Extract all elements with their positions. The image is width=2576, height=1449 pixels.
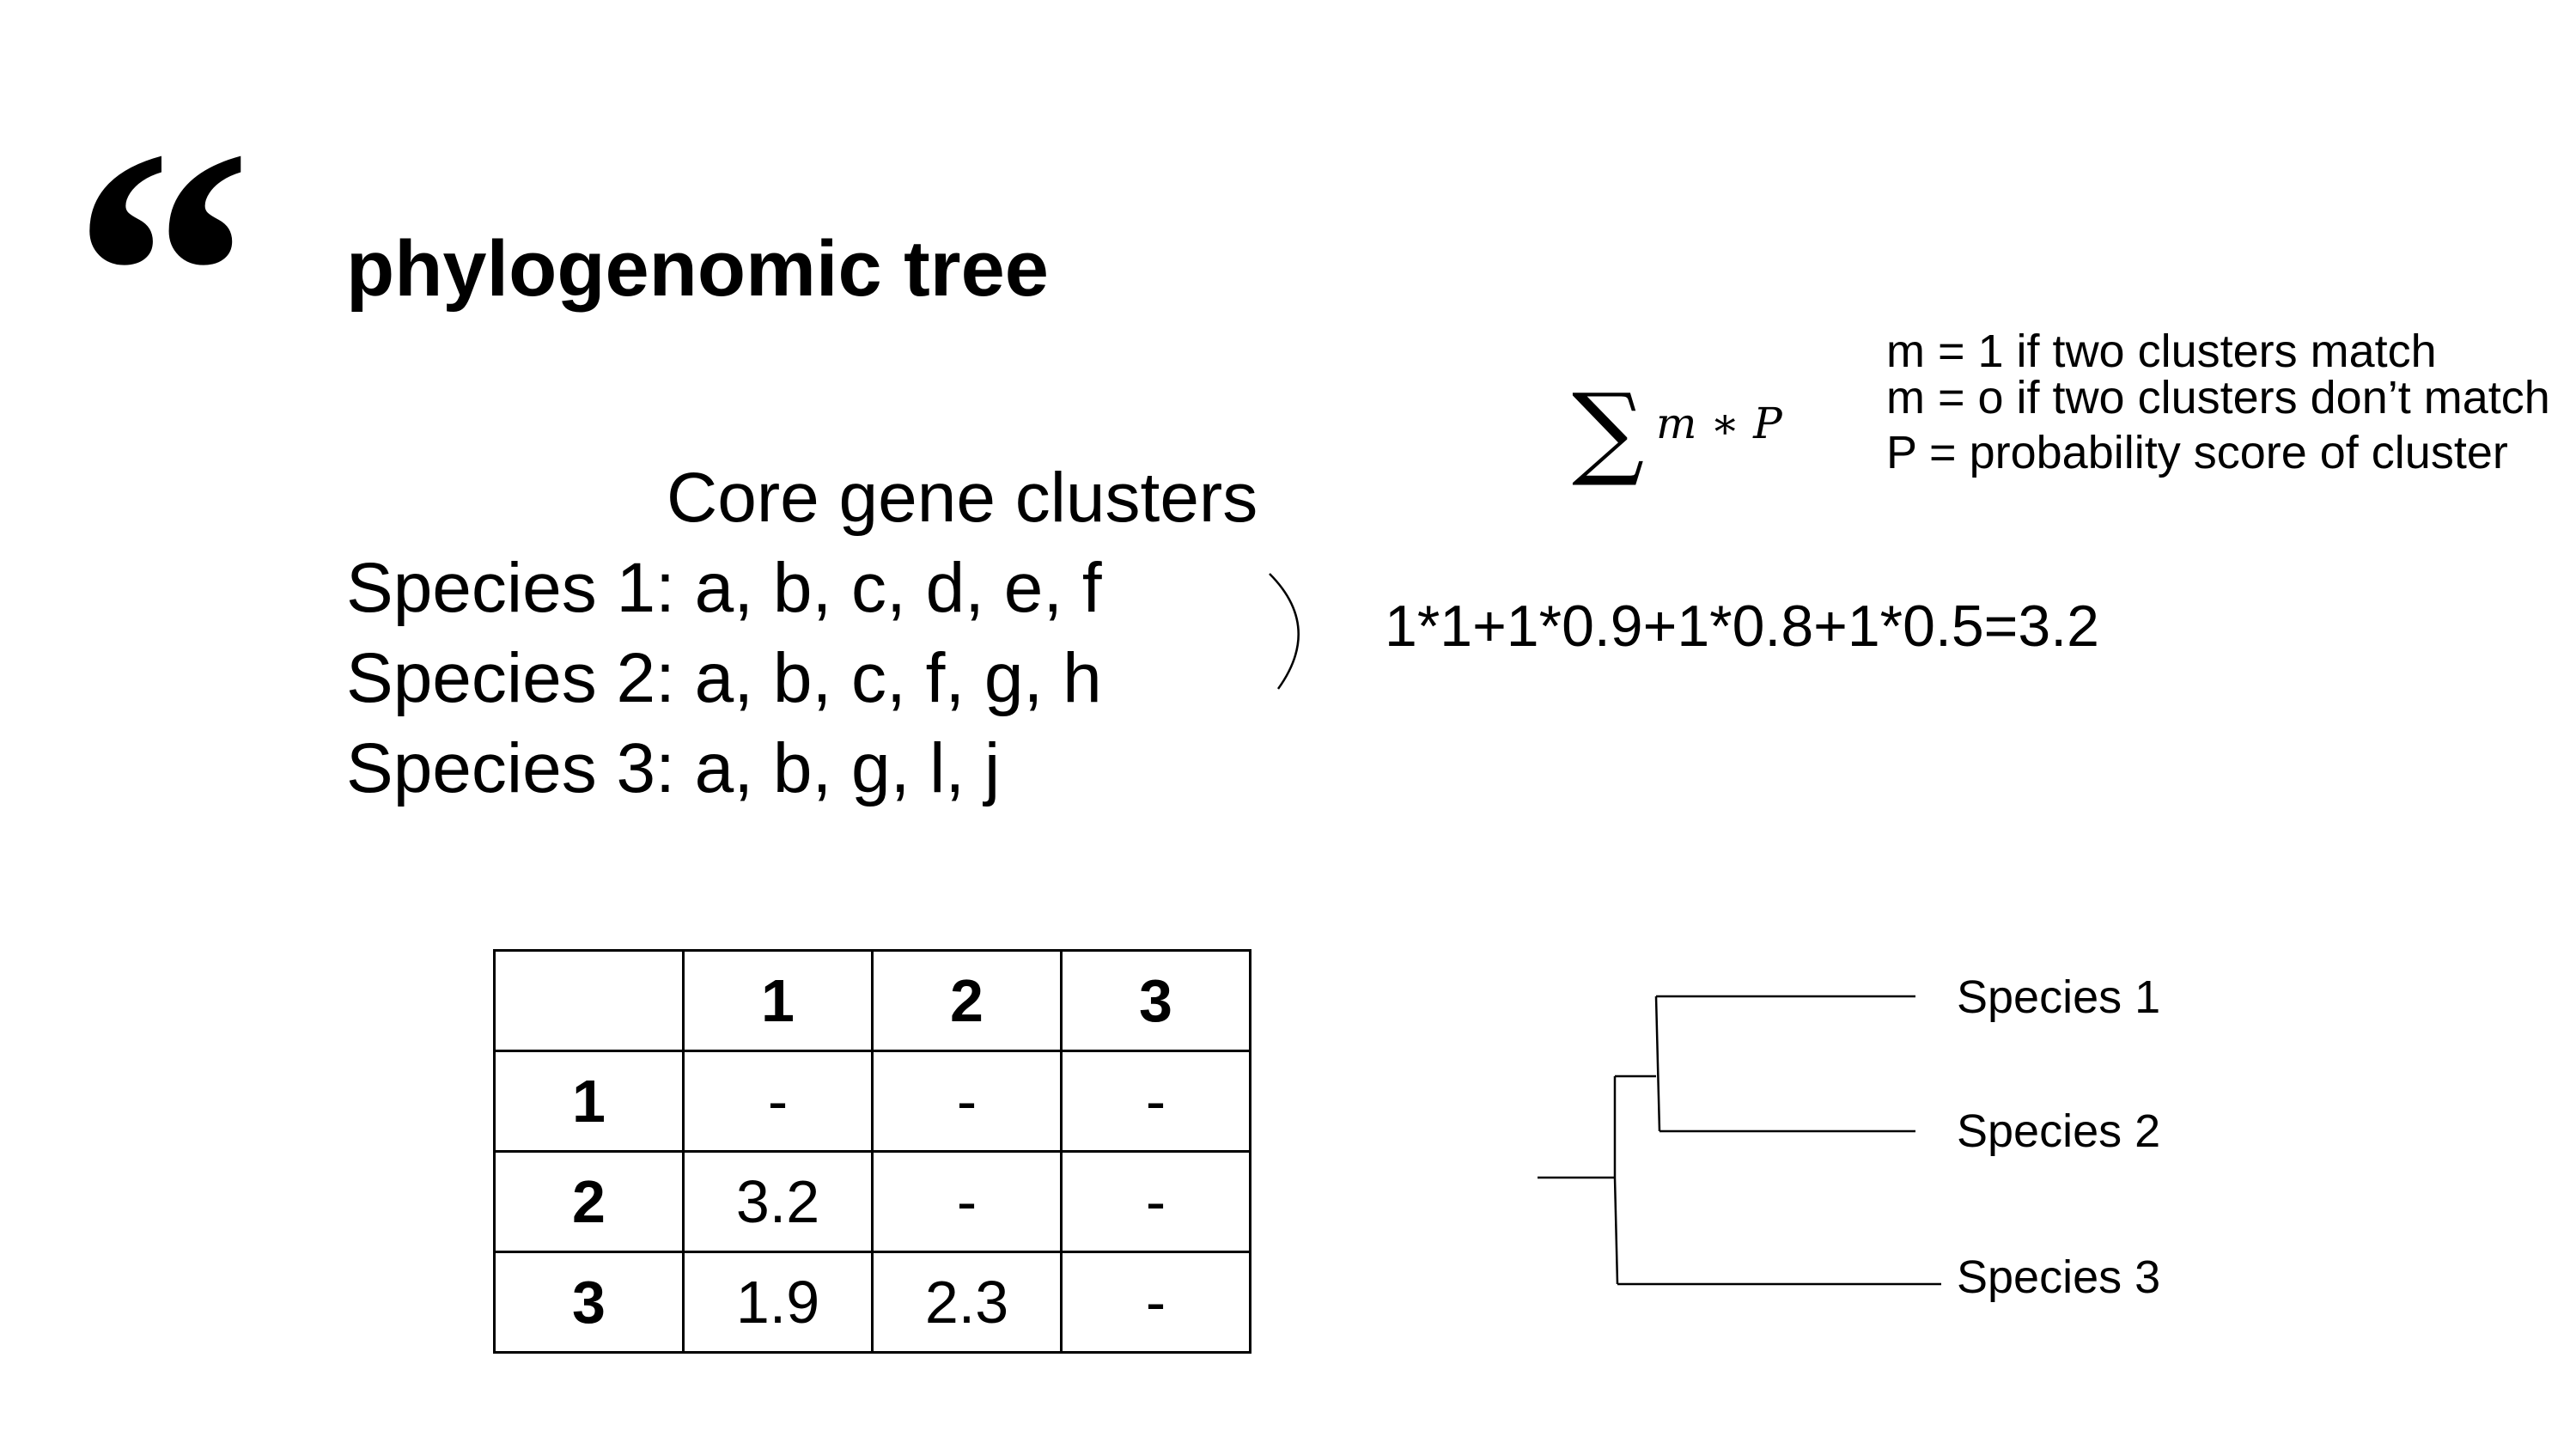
phylogenetic-tree: Species 1 Species 2 Species 3 [1538,971,2160,1303]
table-cell: - [1060,1150,1251,1253]
table-corner-cell [493,949,685,1052]
table-row: 2 3.2 - - [493,1150,1251,1253]
table-row: 3 1.9 2.3 - [493,1251,1251,1354]
tree-leaf-label: Species 1 [1957,971,2160,1023]
definition-m-mismatch: m = o if two clusters don’t match [1886,372,2550,423]
variable-definitions: m = 1 if two clusters match m = o if two… [1886,328,2550,476]
table-cell: - [682,1050,874,1153]
table-cell: 1.9 [682,1251,874,1354]
row-header: 1 [493,1050,685,1153]
tree-root-node-lower [1613,1177,1619,1285]
bracket-icon [1269,573,1300,690]
table-cell: 2.3 [871,1251,1063,1354]
tree-inner-node [1654,995,1661,1132]
definition-p: P = probability score of cluster [1886,427,2508,478]
sum-symbol: ∑ [1572,371,1644,490]
table-cell: - [1060,1050,1251,1153]
score-calculation: 1*1+1*0.9+1*0.8+1*0.5=3.2 [1385,594,2099,659]
definition-m-match: m = 1 if two clusters match [1886,326,2437,377]
slide-title: phylogenomic tree [346,225,1049,313]
distance-matrix-table: 1 2 3 1 - - - 2 3.2 - - 3 1.9 2.3 - [493,949,1251,1354]
table-cell: 3.2 [682,1150,874,1253]
table-header-row: 1 2 3 [493,949,1251,1052]
tree-leaf-label: Species 2 [1957,1105,2160,1157]
column-header: 2 [871,949,1063,1052]
column-header: 3 [1060,949,1251,1052]
table-cell: - [871,1150,1063,1253]
sum-formula: ∑ m ∗ P [1572,371,1783,490]
tree-leaf-label: Species 3 [1957,1251,2160,1303]
table-cell: - [1060,1251,1251,1354]
sum-expression: m ∗ P [1656,399,1783,448]
quote-mark-icon: “ [72,75,253,474]
clusters-header: Core gene clusters [667,459,1258,537]
row-header: 2 [493,1150,685,1253]
table-cell: - [871,1050,1063,1153]
species-1-clusters: Species 1: a, b, c, d, e, f [346,549,1102,627]
species-3-clusters: Species 3: a, b, g, l, j [346,729,1001,807]
species-cluster-list: Species 1: a, b, c, d, e, f Species 2: a… [346,543,1102,813]
table-row: 1 - - - [493,1050,1251,1153]
species-2-clusters: Species 2: a, b, c, f, g, h [346,639,1102,717]
row-header: 3 [493,1251,685,1354]
column-header: 1 [682,949,874,1052]
